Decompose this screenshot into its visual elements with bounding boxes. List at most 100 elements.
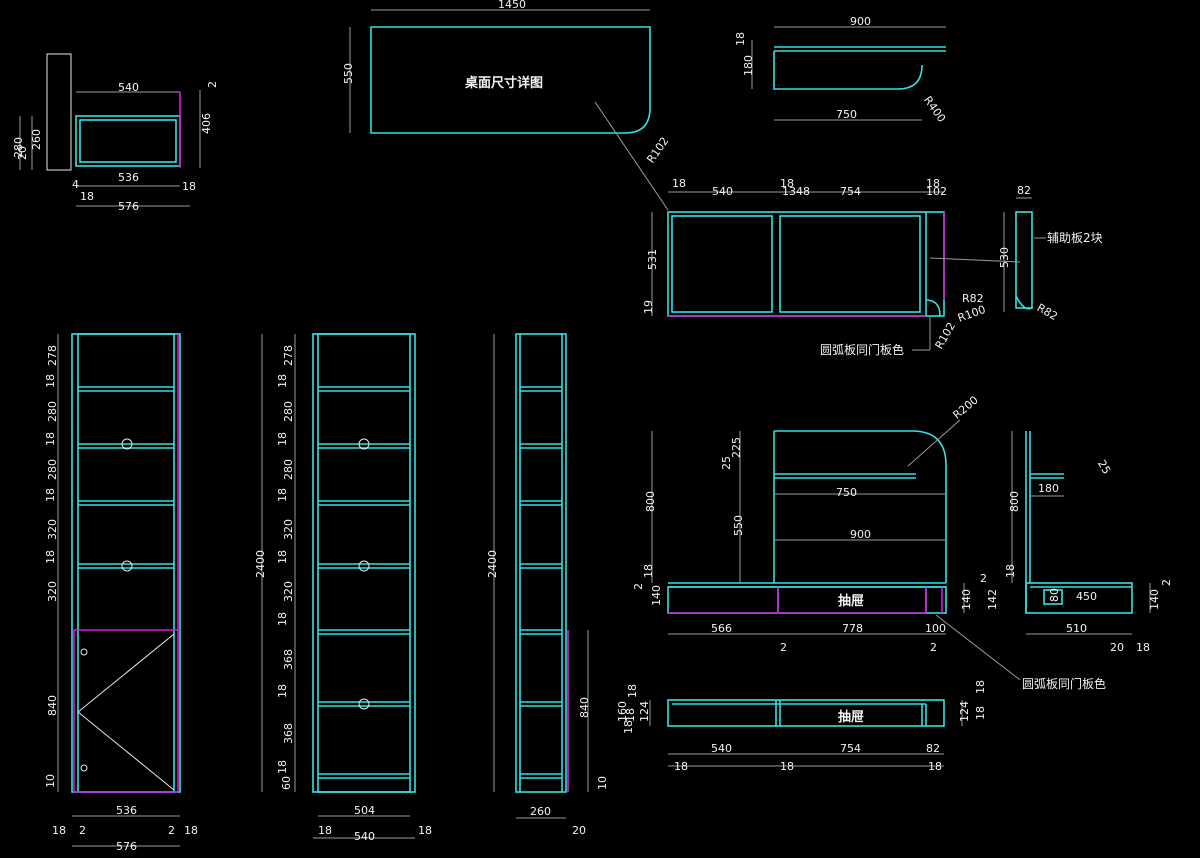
dim: 140 — [650, 585, 663, 606]
dim: 540 — [712, 185, 733, 198]
arc-note: 圆弧板同门板色 — [820, 342, 904, 357]
dim: 536 — [118, 171, 139, 184]
dim: 280 — [282, 401, 295, 422]
dim: 140 — [960, 589, 973, 610]
small-section-view: 540 2 280 20 260 406 536 18 4 18 576 — [12, 53, 219, 213]
dim: 80 — [1048, 588, 1061, 602]
dim: 19 — [642, 300, 655, 314]
dim: 900 — [850, 15, 871, 28]
dim: 18 — [182, 180, 196, 193]
dim: 530 — [998, 247, 1011, 268]
dim: 180 — [1038, 482, 1059, 495]
dim: 82 — [1017, 184, 1031, 197]
dim: 576 — [116, 840, 137, 853]
dim: 18 — [1004, 564, 1017, 578]
dim: 18 — [276, 374, 289, 388]
desk-front-elevation: 225 25 800 550 18 2 140 750 900 R200 抽屉 … — [632, 393, 1106, 691]
dim: 800 — [1008, 491, 1021, 512]
dim: 18 — [626, 684, 639, 698]
drawer-plan: 抽屉 160 18 18 124 18 124 18 18 540 754 82… — [616, 680, 987, 773]
desk-side-section: 25 180 800 18 450 80 510 20 18 140 2 — [1004, 431, 1173, 654]
dim: 550 — [732, 515, 745, 536]
dim: 180 — [742, 55, 755, 76]
cabinet-elevation-2: 2400 278 18 280 18 280 18 320 18 320 18 … — [254, 333, 432, 843]
dim: 1348 — [782, 185, 810, 198]
dim: 18 — [734, 32, 747, 46]
dim: 504 — [354, 804, 375, 817]
dim: 2 — [632, 583, 645, 590]
dim: 18 — [928, 760, 942, 773]
dim: 1450 — [498, 0, 526, 11]
dim: 18 — [44, 550, 57, 564]
dim: 2 — [930, 641, 937, 654]
dim: 18 — [80, 190, 94, 203]
desk-title: 桌面尺寸详图 — [465, 75, 543, 91]
dim: 18 — [418, 824, 432, 837]
dim: 82 — [926, 742, 940, 755]
dim: 800 — [644, 491, 657, 512]
dim: 754 — [840, 742, 861, 755]
dim: 18 — [276, 760, 289, 774]
dim: 25 — [1095, 458, 1113, 477]
dim: 320 — [46, 519, 59, 540]
dim: 10 — [44, 774, 57, 788]
dim: 320 — [46, 581, 59, 602]
dim: 510 — [1066, 622, 1087, 635]
dim: 260 — [530, 805, 551, 818]
aux-panel-label: 辅助板2块 — [1047, 231, 1103, 245]
dim: 160 — [616, 701, 629, 722]
shelf-profile: 900 18 180 750 R400 — [734, 15, 948, 125]
dim: 18 — [276, 612, 289, 626]
dim: 124 — [958, 701, 971, 722]
dim: 18 — [974, 680, 987, 694]
dim: 368 — [282, 723, 295, 744]
dim: R82 — [962, 292, 984, 305]
dim: 18 — [44, 488, 57, 502]
dim: 18 — [622, 720, 635, 734]
dim: 18 — [642, 564, 655, 578]
desk-top-detail: 桌面尺寸详图 1450 550 R102 — [342, 0, 671, 211]
dim: 280 — [282, 459, 295, 480]
drawer-label: 抽屉 — [838, 709, 864, 725]
dim: 540 — [711, 742, 732, 755]
dim: 18 — [276, 684, 289, 698]
dim: 450 — [1076, 590, 1097, 603]
dim: 540 — [118, 81, 139, 94]
dim: R100 — [956, 303, 987, 325]
dim: 320 — [282, 519, 295, 540]
cabinet-elevation-1: 278 18 280 18 280 18 320 18 320 840 10 5… — [44, 333, 198, 853]
dim: 406 — [200, 113, 213, 134]
dim: 754 — [840, 185, 861, 198]
dim: 140 — [1148, 589, 1161, 610]
dim: R200 — [950, 393, 980, 421]
dim: 278 — [282, 345, 295, 366]
dim: 900 — [850, 528, 871, 541]
dim: R102 — [644, 135, 671, 166]
dim: 18 — [44, 432, 57, 446]
dim: R82 — [1035, 301, 1060, 323]
dim: 778 — [842, 622, 863, 635]
dim: R400 — [921, 94, 948, 125]
dim: 750 — [836, 486, 857, 499]
dim: 2 — [1160, 579, 1173, 586]
dim: 368 — [282, 649, 295, 670]
dim: 18 — [276, 488, 289, 502]
dim: 124 — [638, 701, 651, 722]
dim: 18 — [674, 760, 688, 773]
arc-note: 圆弧板同门板色 — [1022, 676, 1106, 691]
dim: 142 — [986, 589, 999, 610]
drawer-label: 抽屉 — [838, 593, 864, 609]
dim: 18 — [926, 177, 940, 190]
cabinet-side-elevation: 2400 840 10 260 20 — [486, 333, 609, 837]
dim: 225 — [730, 437, 743, 458]
dim: 20 — [16, 146, 29, 160]
dim: 576 — [118, 200, 139, 213]
dim: 18 — [276, 432, 289, 446]
dim: 750 — [836, 108, 857, 121]
dim: 550 — [342, 63, 355, 84]
dim: 2 — [980, 572, 987, 585]
dim: 2 — [206, 81, 219, 88]
dim: 540 — [354, 830, 375, 843]
plan-view: 18 540 18 1348 754 18 102 82 531 19 530 … — [642, 177, 1103, 357]
